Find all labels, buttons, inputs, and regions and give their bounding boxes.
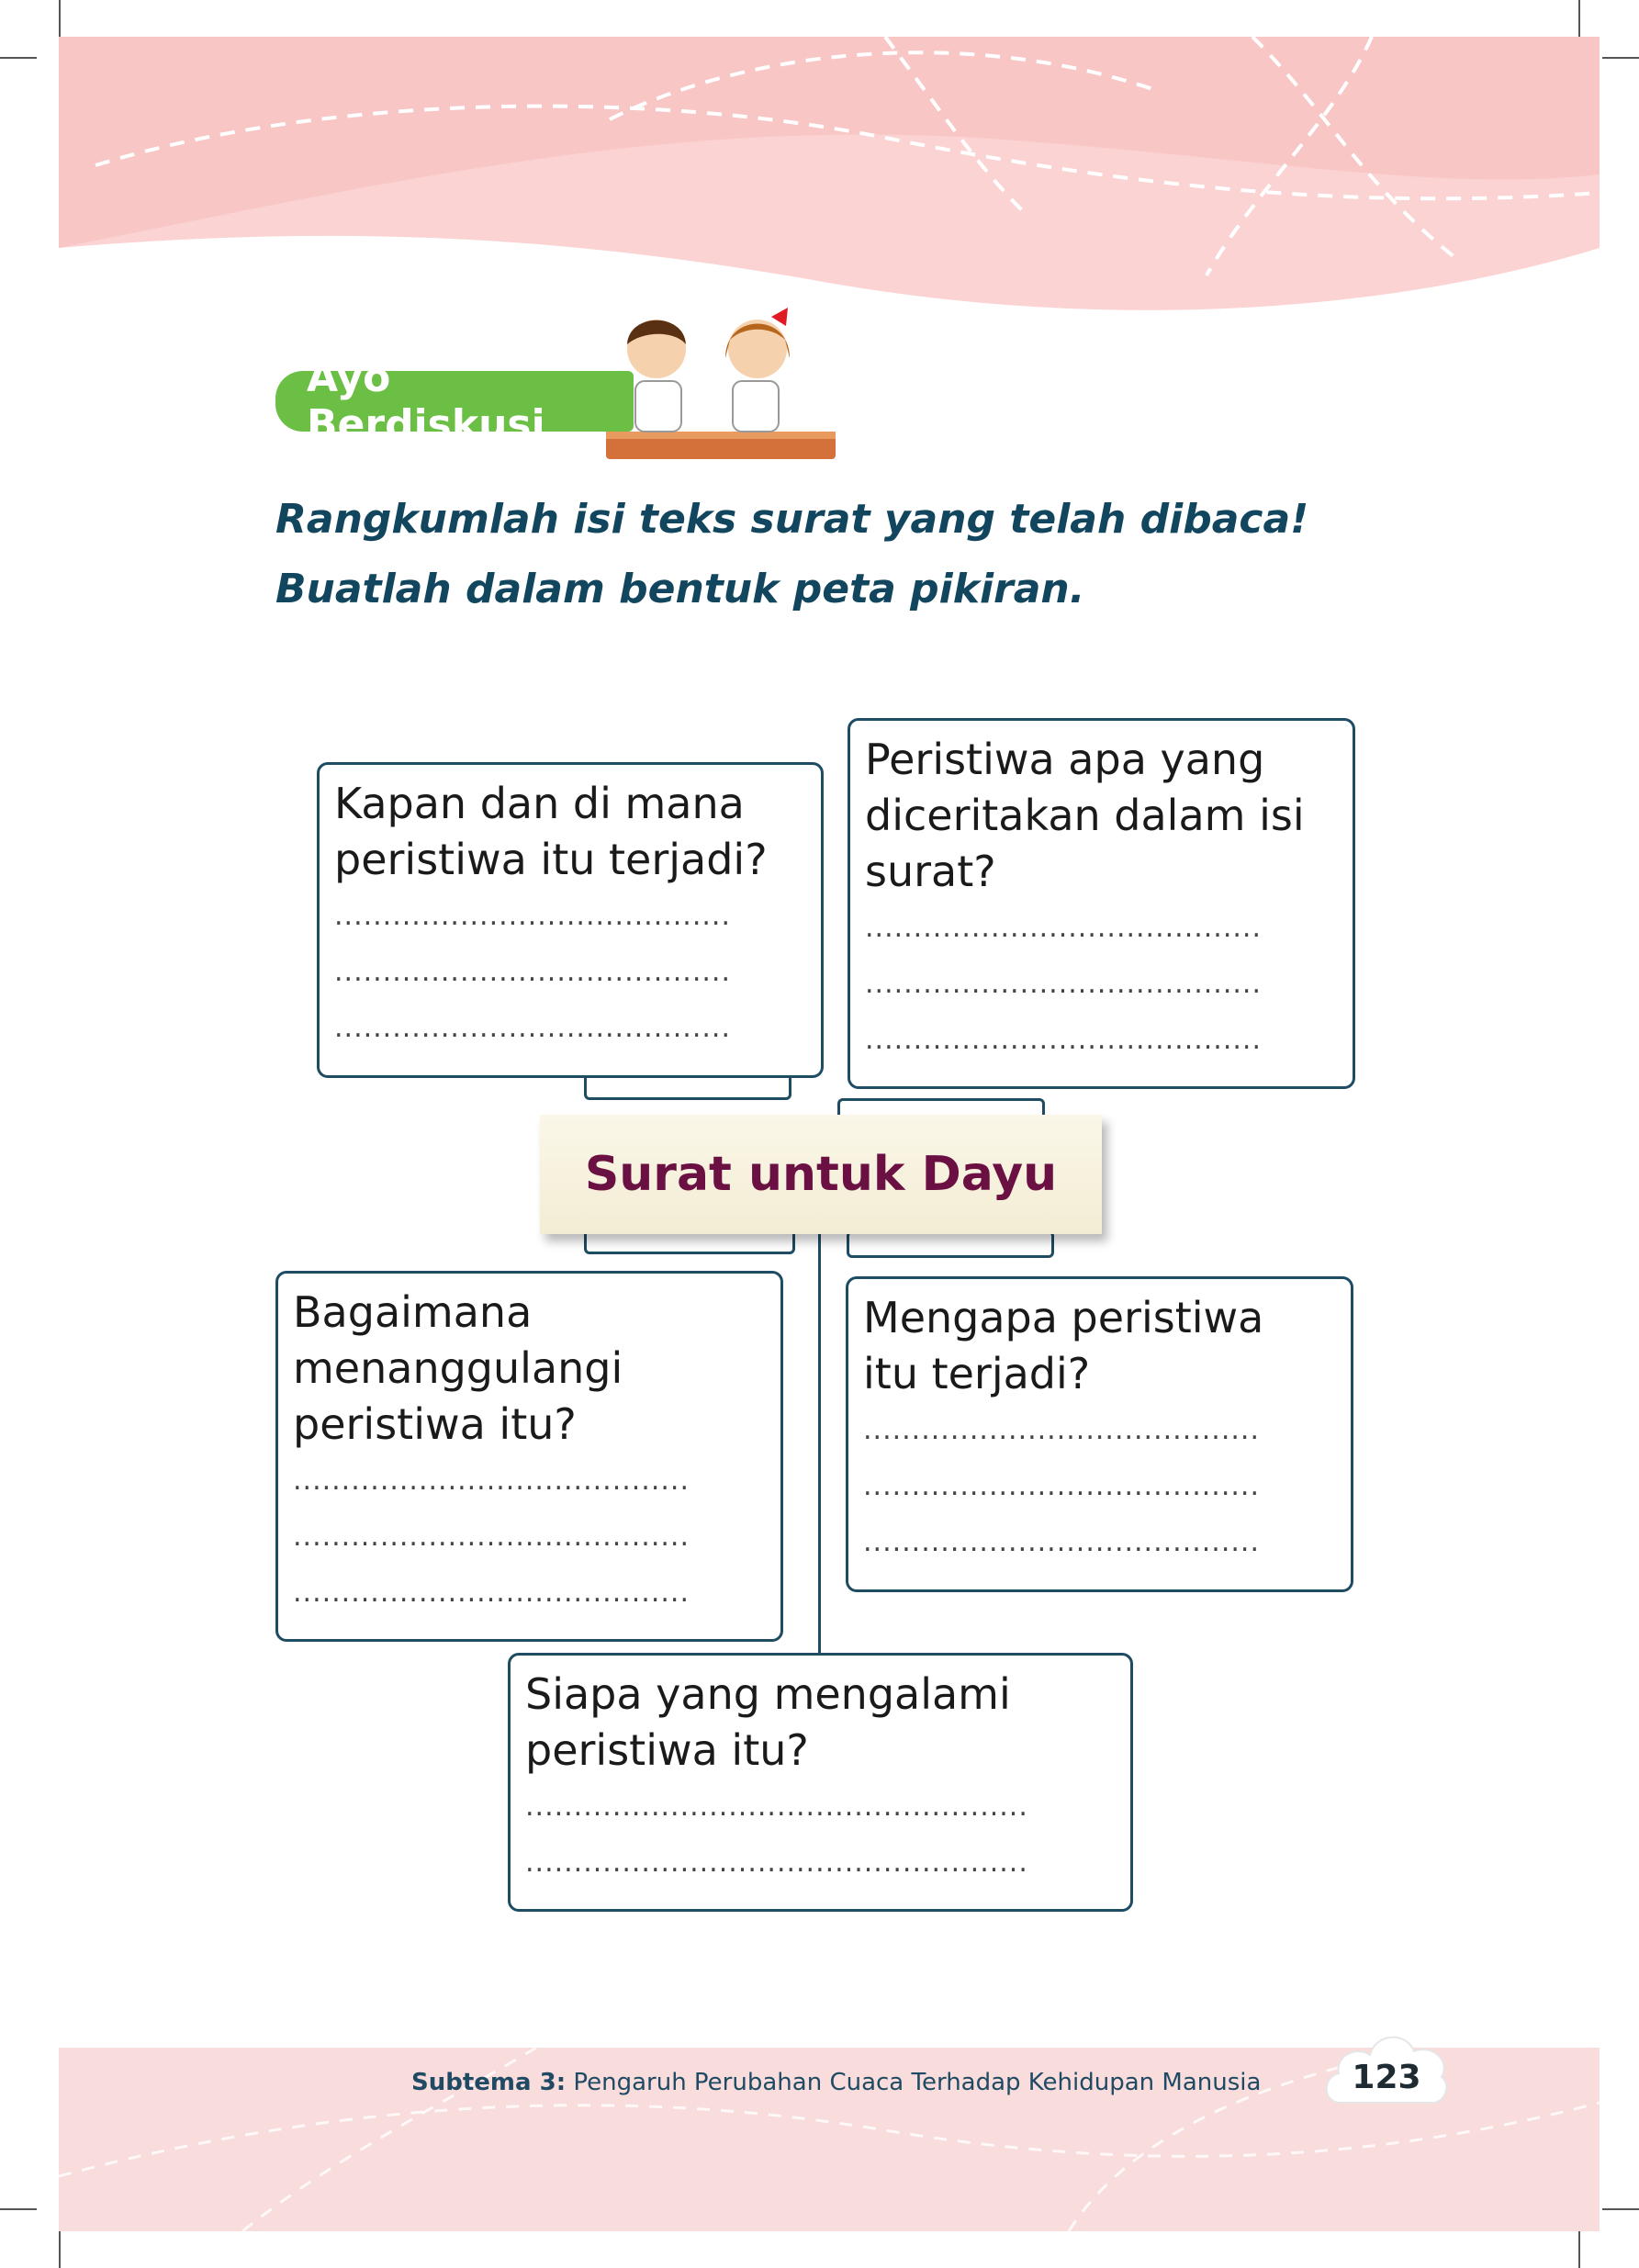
answer-lines[interactable]: ........................................… [525, 1791, 1028, 1879]
question-box-who: Siapa yang mengalami peristiwa itu? ....… [508, 1653, 1133, 1912]
badge-label: Ayo Berdiskusi [307, 354, 545, 448]
footer-subtheme-label: Subtema 3: [411, 2069, 567, 2096]
mind-map-center-title: Surat untuk Dayu [540, 1115, 1102, 1234]
answer-lines[interactable]: ........................................… [293, 1465, 690, 1609]
question-box-what-event: Peristiwa apa yang diceritakan dalam isi… [848, 718, 1355, 1089]
crop-mark [1602, 57, 1639, 59]
page-number-cloud: 123 [1322, 2020, 1451, 2112]
question-text: Siapa yang mengalami peristiwa itu? [525, 1669, 1011, 1775]
answer-lines[interactable]: ........................................… [863, 1414, 1260, 1558]
crop-mark [1578, 2231, 1580, 2268]
section-badge: Ayo Berdiskusi [275, 354, 634, 448]
question-text: Mengapa peristiwa itu terjadi? [863, 1293, 1264, 1398]
answer-lines[interactable]: ........................................… [865, 912, 1262, 1056]
question-text: Bagaimana menanggulangi peristiwa itu? [293, 1287, 623, 1449]
question-text: Kapan dan di mana peristiwa itu terjadi? [334, 779, 768, 884]
children-discussing-illustration [606, 308, 836, 459]
footer-subtheme-text: Pengaruh Perubahan Cuaca Terhadap Kehidu… [566, 2069, 1262, 2096]
instruction-line-2: Buatlah dalam bentuk peta pikiran. [275, 566, 1085, 612]
answer-lines[interactable]: ........................................… [334, 900, 731, 1044]
question-box-how-handle: Bagaimana menanggulangi peristiwa itu? .… [275, 1271, 783, 1642]
question-box-when-where: Kapan dan di mana peristiwa itu terjadi?… [317, 762, 824, 1078]
question-box-why: Mengapa peristiwa itu terjadi? .........… [846, 1276, 1353, 1592]
question-text: Peristiwa apa yang diceritakan dalam isi… [865, 735, 1305, 896]
crop-mark [1602, 2208, 1639, 2210]
crop-mark [0, 57, 37, 59]
crop-mark [59, 2231, 61, 2268]
page-number: 123 [1352, 2059, 1421, 2096]
connector-line [818, 1230, 821, 1653]
header-decoration [59, 37, 1600, 312]
crop-mark [59, 0, 61, 37]
instruction-line-1: Rangkumlah isi teks surat yang telah dib… [275, 496, 1309, 543]
center-title-text: Surat untuk Dayu [584, 1147, 1058, 1202]
crop-mark [1578, 0, 1580, 37]
connector-tab [847, 1230, 1054, 1258]
footer-subtheme: Subtema 3: Pengaruh Perubahan Cuaca Terh… [411, 2069, 1261, 2096]
crop-mark [0, 2208, 37, 2210]
